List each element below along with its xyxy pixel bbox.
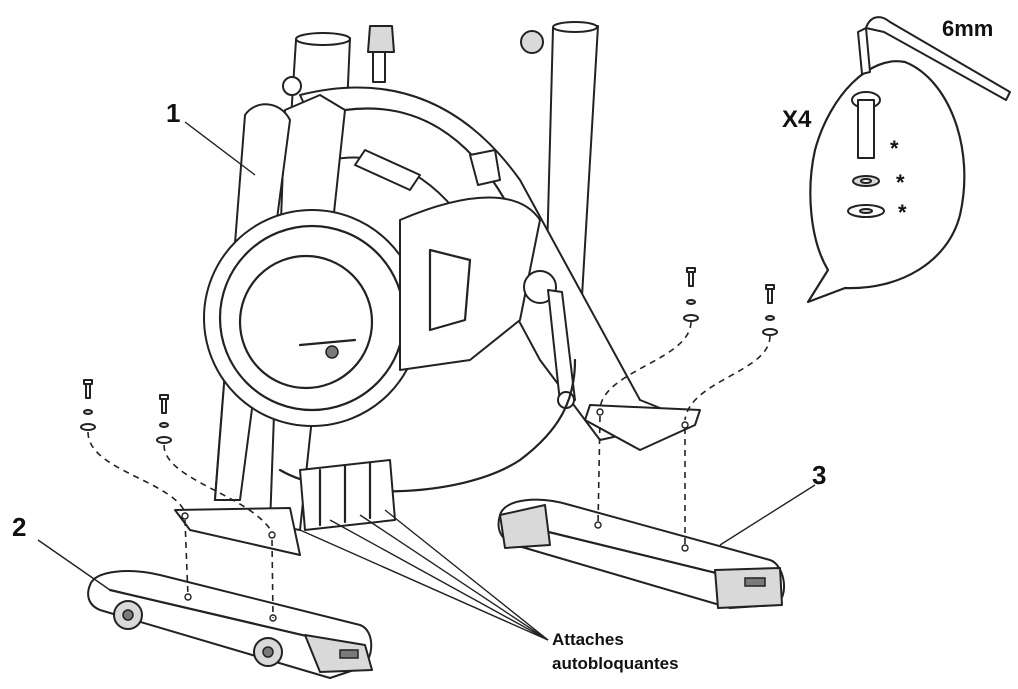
front-stabilizer — [87, 570, 373, 679]
bolts — [80, 267, 778, 444]
assembly-guides — [87, 321, 771, 619]
rear-stabilizer — [497, 498, 786, 609]
part-label-1: 1 — [166, 98, 181, 128]
part-label-3: 3 — [812, 460, 827, 490]
note-line-1: Attaches — [552, 630, 624, 649]
note-line-2: autobloquantes — [552, 654, 679, 673]
hardware-callout — [806, 16, 1011, 304]
tool-size-label: 6mm — [942, 16, 994, 41]
main-frame — [174, 21, 701, 556]
part-label-2: 2 — [12, 512, 27, 542]
hardware-mark-washer-large: * — [898, 200, 907, 225]
leader-lines — [37, 121, 816, 641]
hardware-mark-washer-small: * — [896, 170, 905, 195]
quantity-label: X4 — [782, 106, 812, 133]
hardware-mark-bolt: * — [890, 136, 899, 161]
